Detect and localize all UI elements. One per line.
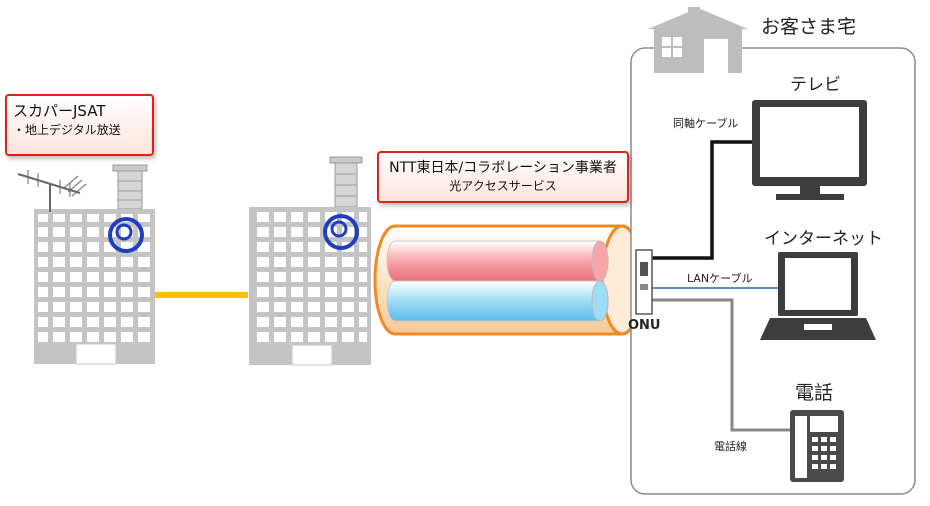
ntt-label-box: NTT東日本/コラボレーション事業者 光アクセスサービス (377, 151, 629, 203)
fiber-tube (373, 224, 644, 336)
house-outline (630, 7, 916, 495)
tv-label: テレビ (790, 75, 841, 95)
onu-label: ONU (628, 318, 661, 333)
internet-label: インターネット (764, 229, 883, 249)
phone-label: 電話 (795, 382, 834, 404)
lan-cable-label: LANケーブル (687, 272, 753, 285)
onu-device (635, 249, 653, 315)
ntt-name: NTT東日本/コラボレーション事業者 (389, 160, 617, 176)
signal-ring-icon (323, 214, 359, 250)
coax-cable (652, 140, 752, 260)
skyperfect-label-box: スカパーJSAT ・地上デジタル放送 (5, 94, 154, 156)
signal-ring-icon (108, 217, 144, 253)
broadcaster-building (17, 164, 155, 365)
skyperfect-name: スカパーJSAT (13, 102, 106, 120)
ntt-building (249, 156, 371, 366)
tv-icon (752, 100, 867, 200)
house-title: お客さま宅 (761, 16, 857, 38)
skyperfect-service: ・地上デジタル放送 (13, 123, 121, 137)
coax-cable-label: 同軸ケーブル (673, 117, 739, 130)
phone-line-label: 電話線 (714, 440, 747, 453)
telephone-icon (790, 410, 844, 482)
phone-cable (652, 298, 790, 432)
ntt-service: 光アクセスサービス (449, 179, 557, 193)
laptop-icon (760, 252, 876, 340)
